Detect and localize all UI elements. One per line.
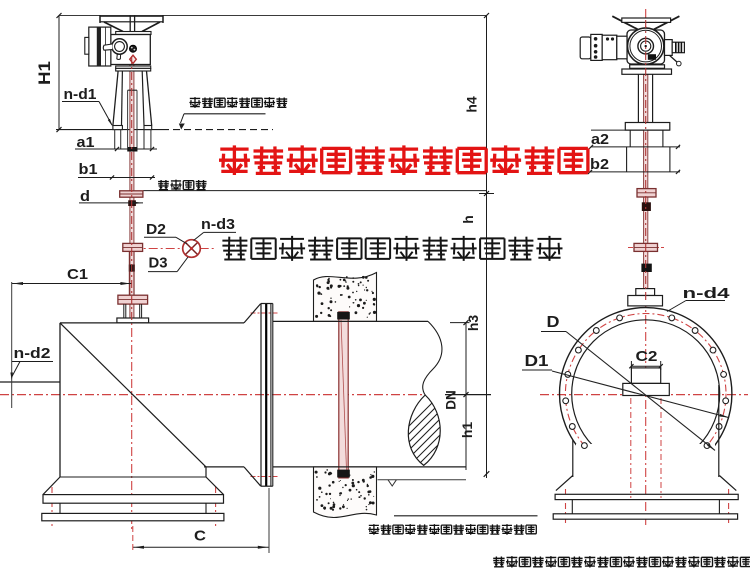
- svg-text:D: D: [547, 314, 560, 331]
- svg-text:n-d1: n-d1: [64, 86, 97, 103]
- svg-text:C2: C2: [636, 348, 658, 365]
- svg-text:DN: DN: [444, 390, 459, 410]
- svg-text:n-d2: n-d2: [14, 345, 51, 362]
- svg-text:n-d3: n-d3: [201, 216, 235, 233]
- svg-text:h: h: [460, 215, 476, 224]
- svg-text:h3: h3: [465, 315, 481, 332]
- svg-text:C1: C1: [67, 266, 88, 283]
- svg-text:n-d4: n-d4: [683, 285, 731, 302]
- svg-text:D3: D3: [149, 255, 168, 272]
- svg-text:h1: h1: [459, 422, 475, 439]
- svg-text:h4: h4: [464, 96, 480, 113]
- svg-text:b2: b2: [590, 156, 609, 173]
- svg-text:d: d: [80, 188, 90, 205]
- svg-text:a2: a2: [591, 131, 609, 148]
- svg-text:C: C: [194, 528, 206, 545]
- svg-text:D2: D2: [146, 221, 166, 238]
- svg-text:H1: H1: [35, 61, 54, 85]
- svg-text:b1: b1: [79, 161, 98, 178]
- svg-text:D1: D1: [525, 353, 549, 370]
- svg-text:a1: a1: [77, 134, 95, 151]
